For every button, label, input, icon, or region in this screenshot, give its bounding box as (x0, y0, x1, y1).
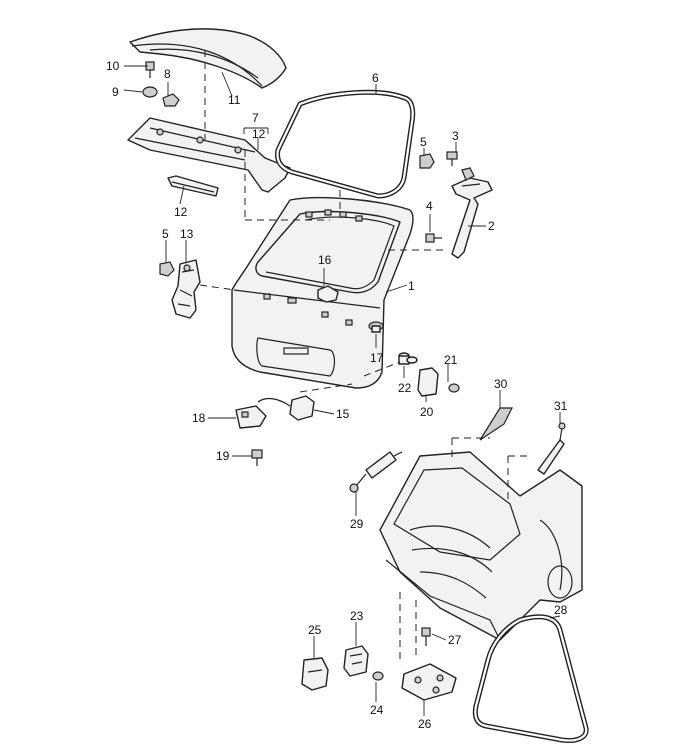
bolt-19 (251, 449, 263, 466)
spoiler-mounting-bracket (127, 117, 291, 193)
callout-24: 24 (370, 703, 384, 717)
vehicle-rear-body (379, 451, 583, 641)
callout-15: 15 (336, 407, 350, 421)
callout-12-upper: 12 (252, 127, 266, 141)
screw-10 (145, 61, 155, 78)
callout-6: 6 (372, 71, 379, 85)
callout-12-lower: 12 (174, 205, 188, 219)
bolt-3 (446, 151, 458, 166)
callout-26: 26 (418, 717, 432, 731)
bolt-21 (448, 383, 460, 393)
callout-22: 22 (398, 381, 412, 395)
callout-5-lower: 5 (162, 227, 169, 241)
bolt-4 (425, 233, 442, 243)
callout-8: 8 (164, 67, 171, 81)
body-opening-seal-28 (472, 614, 589, 743)
callout-1: 1 (408, 279, 415, 293)
callout-20: 20 (420, 405, 434, 419)
latch-26 (401, 663, 457, 701)
callout-16: 16 (318, 253, 332, 267)
assembly-lines (199, 50, 530, 660)
callout-28: 28 (554, 603, 568, 617)
spoiler-trim-strip (167, 175, 219, 197)
callout-27: 27 (448, 633, 462, 647)
switch-16 (317, 285, 339, 303)
callout-2: 2 (488, 219, 495, 233)
bracket-20 (417, 367, 439, 397)
lock-mechanism-13 (171, 259, 201, 319)
callout-30: 30 (494, 377, 508, 391)
callout-4: 4 (426, 199, 433, 213)
callout-18: 18 (192, 411, 206, 425)
callout-10: 10 (106, 59, 120, 73)
callout-13: 13 (180, 227, 194, 241)
callout-21: 21 (444, 353, 458, 367)
pin-17 (368, 321, 384, 333)
cap-9 (142, 86, 158, 98)
rear-spoiler (129, 28, 287, 89)
callout-3: 3 (452, 129, 459, 143)
callout-25: 25 (308, 623, 322, 637)
wedge-30 (479, 407, 513, 441)
callout-leaders (123, 65, 561, 716)
callout-7: 7 (252, 111, 259, 125)
bolt-27 (421, 627, 431, 646)
callout-5-upper: 5 (420, 135, 427, 149)
striker-bracket-23 (343, 645, 369, 677)
bolt-24 (372, 671, 384, 681)
callout-numbers: 1 2 3 4 5 5 6 7 8 9 10 11 12 12 13 15 16… (106, 59, 568, 731)
callout-11: 11 (228, 93, 241, 107)
actuator-15 (257, 395, 315, 421)
gas-strut-29 (349, 451, 403, 493)
callout-19: 19 (216, 449, 230, 463)
nut-5-upper (419, 153, 435, 169)
callout-23: 23 (350, 609, 364, 623)
callout-17: 17 (370, 351, 384, 365)
window-seal-6 (275, 89, 416, 199)
nut-5-lower (159, 261, 175, 277)
gas-strut-31 (537, 422, 566, 475)
callout-31: 31 (554, 399, 568, 413)
nut-8 (162, 93, 180, 107)
callout-9: 9 (112, 85, 119, 99)
striker-cover-25 (301, 657, 329, 691)
callout-29: 29 (350, 517, 364, 531)
switch-18 (235, 405, 267, 429)
buffer-22 (398, 352, 418, 365)
tailgate-hinge (451, 167, 493, 259)
